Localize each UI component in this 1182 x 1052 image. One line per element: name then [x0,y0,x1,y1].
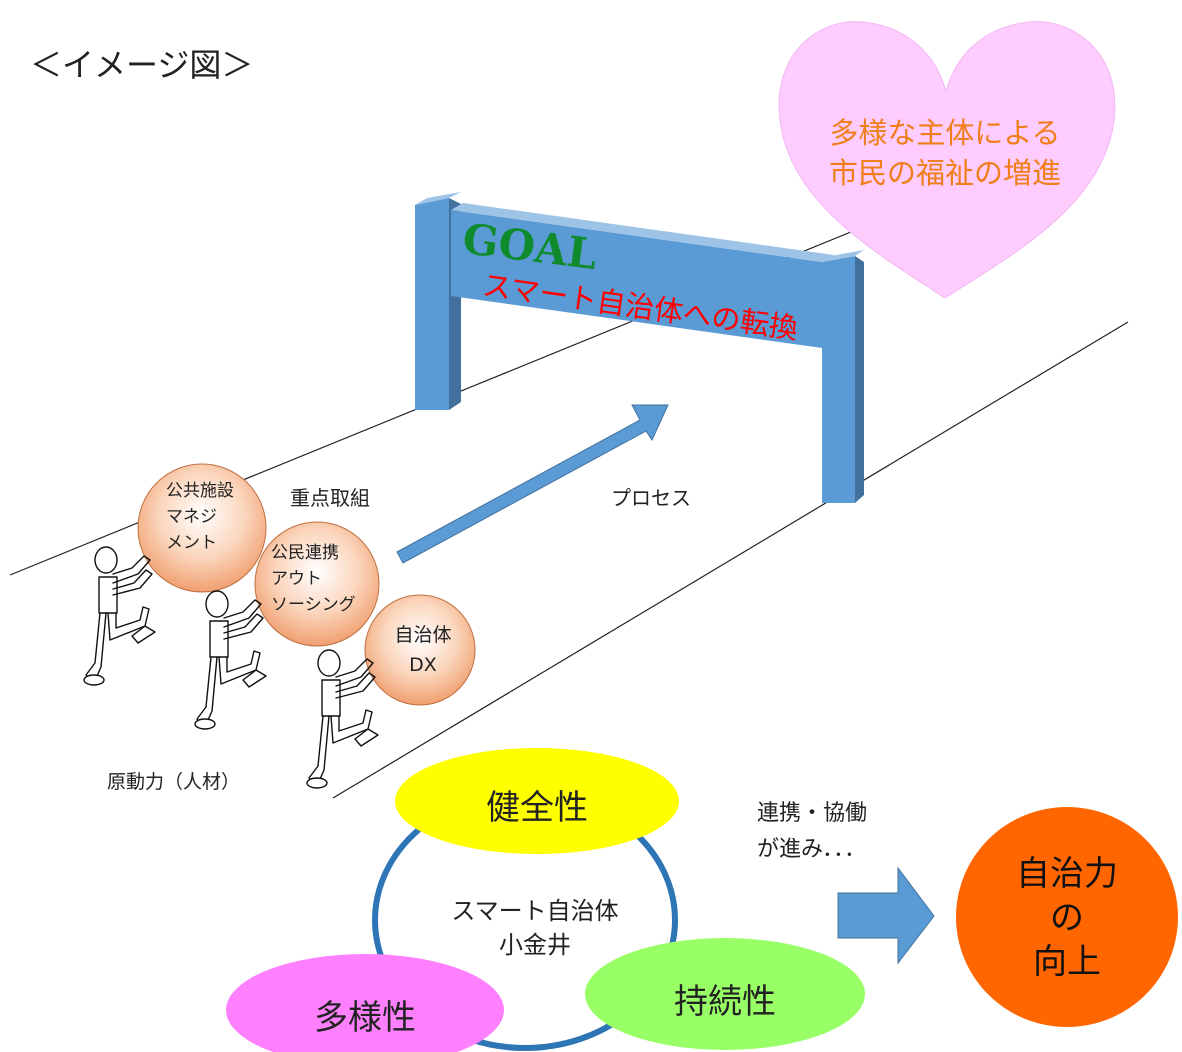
cycle-right-label: 持続性 [674,982,776,1022]
cycle-oval-top [395,748,679,854]
heart-shape [778,21,1116,299]
person-figure [83,546,156,686]
ball-line: アウト [271,569,322,589]
ball-line: ソーシング [271,595,356,615]
ball-line: 公民連携 [271,543,339,563]
cycle-center-line-2: 小金井 [499,931,571,959]
result-line-1: 自治力 [1016,854,1118,894]
road-edge-right [332,321,1129,799]
collab-text: 連携・協働 が進み．．． [757,796,867,868]
heart-line-1: 多様な主体による [829,116,1061,150]
collab-line-1: 連携・協働 [757,801,868,826]
ball-line: マネジ [166,507,217,527]
ball-ppp [254,521,380,647]
ball-label-ppp: 公民連携 アウト ソーシング [271,540,356,618]
person-figure [306,649,379,789]
process-arrow [396,404,669,564]
ball-dx [364,594,476,706]
result-line-2: の [1050,898,1084,938]
ball-facility [137,463,267,593]
process-label: プロセス [611,486,691,510]
heart-text: 多様な主体による 市民の福祉の増進 [800,113,1090,193]
driving-force-label: 原動力（人材） [107,771,241,793]
cycle-center-line-1: スマート自治体 [451,897,619,925]
result-arrow [837,866,935,965]
focus-label: 重点取組 [290,486,370,510]
cycle-center-text: スマート自治体 小金井 [420,894,650,962]
ball-label-dx: 自治体 DX [388,620,458,680]
ball-line: DX [409,654,437,676]
result-circle [956,807,1178,1027]
cycle-oval-left [226,954,504,1052]
ball-line: メント [166,533,217,553]
result-line-3: 向上 [1033,942,1101,982]
heart-line-2: 市民の福祉の増進 [828,156,1061,190]
cycle-left-label: 多様性 [314,998,416,1038]
cycle-oval-right [585,938,865,1050]
ball-line: 自治体 [394,624,452,646]
result-text: 自治力 の 向上 [987,852,1147,984]
cycle-top-label: 健全性 [486,788,588,828]
goal-gate [415,192,864,503]
page-title: ＜イメージ図＞ [30,46,254,84]
person-figure [194,590,267,730]
ball-label-facility: 公共施設 マネジ メント [166,478,234,556]
ball-line: 公共施設 [166,481,234,501]
collab-line-2: が進み．．． [757,837,867,862]
